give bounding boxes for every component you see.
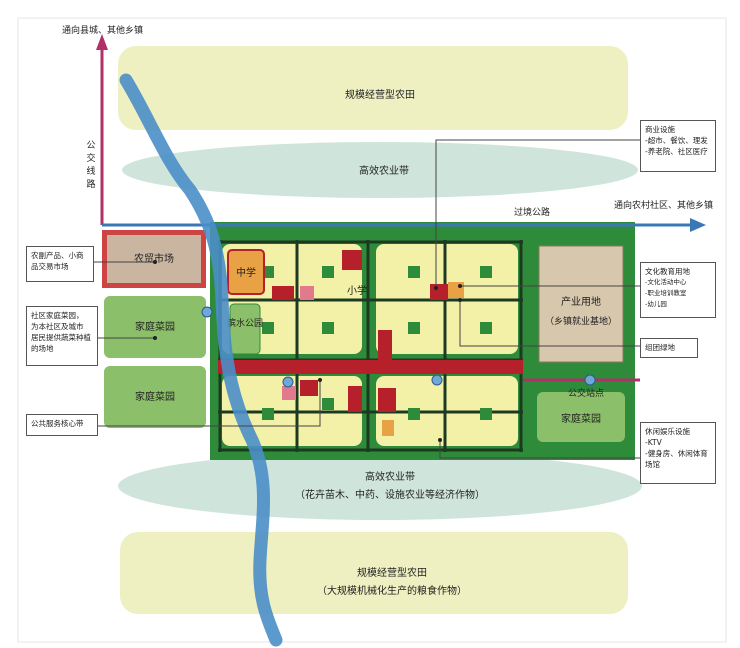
public-service-band [218, 360, 523, 374]
callout-service: 公共服务核心带 [26, 414, 98, 436]
garden-1-label: 家庭菜园 [135, 320, 175, 333]
service-node [342, 250, 362, 270]
leader-lines [92, 139, 640, 459]
callout-leisure-line: -健身房、休闲体育 [645, 449, 708, 458]
farmers-market [107, 235, 201, 283]
bus-route-label: 公交线路 [86, 141, 96, 190]
callout-commercial: 商业设施 -超市、餐饮、理发 -养老院、社区医疗 [640, 120, 716, 172]
garden-3-label: 家庭菜园 [561, 412, 601, 425]
callout-leisure: 休闲娱乐设施 -KTV -健身房、休闲体育 场馆 [640, 422, 716, 484]
leisure-node [282, 386, 296, 400]
industry-land [538, 245, 624, 363]
callout-garden-line: 社区家庭菜园， [31, 311, 84, 320]
bus-route-arrow [96, 34, 108, 50]
agri-belt-bottom [118, 452, 642, 520]
green-spaces [262, 266, 492, 420]
park-label: 滨水公园 [227, 317, 263, 329]
farmland-top-label: 规模经营型农田 [345, 88, 415, 101]
callout-commercial-line: -养老院、社区医疗 [645, 147, 708, 156]
industry-label-2: （乡镇就业基地） [545, 315, 617, 327]
transit-road-arrow [690, 218, 706, 232]
callout-service-line: 公共服务核心带 [31, 419, 84, 428]
service-node [378, 388, 396, 412]
callout-leisure-line: 场馆 [645, 460, 660, 469]
right-road-label: 通向农村社区、其他乡镇 [614, 199, 713, 211]
callout-garden-line: 为本社区及城市 [31, 322, 84, 331]
agri-belt-top [122, 142, 638, 198]
service-node [300, 380, 318, 396]
agri-belt-bottom-label-2: （花卉苗木、中药、设施农业等经济作物） [295, 488, 485, 501]
callout-market: 农副产品、小商 品交易市场 [26, 246, 94, 282]
callout-garden-line: 居民提供蔬菜种植 [31, 333, 91, 342]
callout-garden: 社区家庭菜园， 为本社区及城市 居民提供蔬菜种植 的场地 [26, 306, 98, 366]
callout-green: 组团绿地 [640, 338, 698, 358]
culture-node [448, 282, 464, 298]
service-node [430, 284, 448, 300]
river [119, 73, 283, 647]
callout-market-line: 品交易市场 [31, 262, 69, 271]
farmland-bottom-label-1: 规模经营型农田 [357, 566, 427, 579]
service-node [272, 286, 294, 300]
callout-culture: 文化教育用地 -文化活动中心 -职业培训教室 -幼儿园 [640, 262, 716, 318]
callout-green-line: 组团绿地 [645, 343, 675, 352]
callout-leisure-line: -KTV [645, 438, 662, 447]
top-road-label: 通向县城、其他乡镇 [62, 24, 143, 36]
waterfront-park [229, 303, 261, 355]
agri-belt-top-label: 高效农业带 [359, 164, 409, 177]
farmland-bottom-label-2: （大规模机械化生产的粮食作物） [317, 584, 467, 597]
callout-culture-line: 文化教育用地 [645, 267, 690, 276]
culture-node [382, 420, 394, 436]
callout-commercial-line: -超市、餐饮、理发 [645, 136, 708, 145]
primary-school-label: 小学 [347, 284, 367, 297]
middle-school-label: 中学 [236, 266, 256, 279]
bus-stop-label: 公交站点 [568, 387, 604, 399]
agri-belt-bottom-label-1: 高效农业带 [365, 470, 415, 483]
transit-road-label: 过境公路 [514, 206, 550, 218]
service-node [378, 330, 392, 360]
industry-label-1: 产业用地 [561, 295, 601, 308]
garden-3 [537, 392, 625, 442]
bus-stops [201, 306, 596, 388]
garden-2-label: 家庭菜园 [135, 390, 175, 403]
callout-culture-line: -职业培训教室 [645, 289, 687, 297]
garden-2 [104, 366, 206, 428]
farmland-bottom [120, 532, 628, 614]
leisure-node [300, 286, 314, 300]
service-node [348, 386, 362, 412]
garden-1 [104, 296, 206, 358]
callout-garden-line: 的场地 [31, 344, 54, 353]
callout-leisure-line: 休闲娱乐设施 [645, 427, 690, 436]
middle-school [227, 249, 265, 295]
callout-market-line: 农副产品、小商 [31, 251, 84, 260]
callout-culture-line: -幼儿园 [645, 300, 667, 308]
callout-commercial-line: 商业设施 [645, 125, 675, 134]
callout-culture-line: -文化活动中心 [645, 278, 687, 286]
farmland-top [118, 46, 628, 130]
leader-dots [153, 260, 462, 442]
